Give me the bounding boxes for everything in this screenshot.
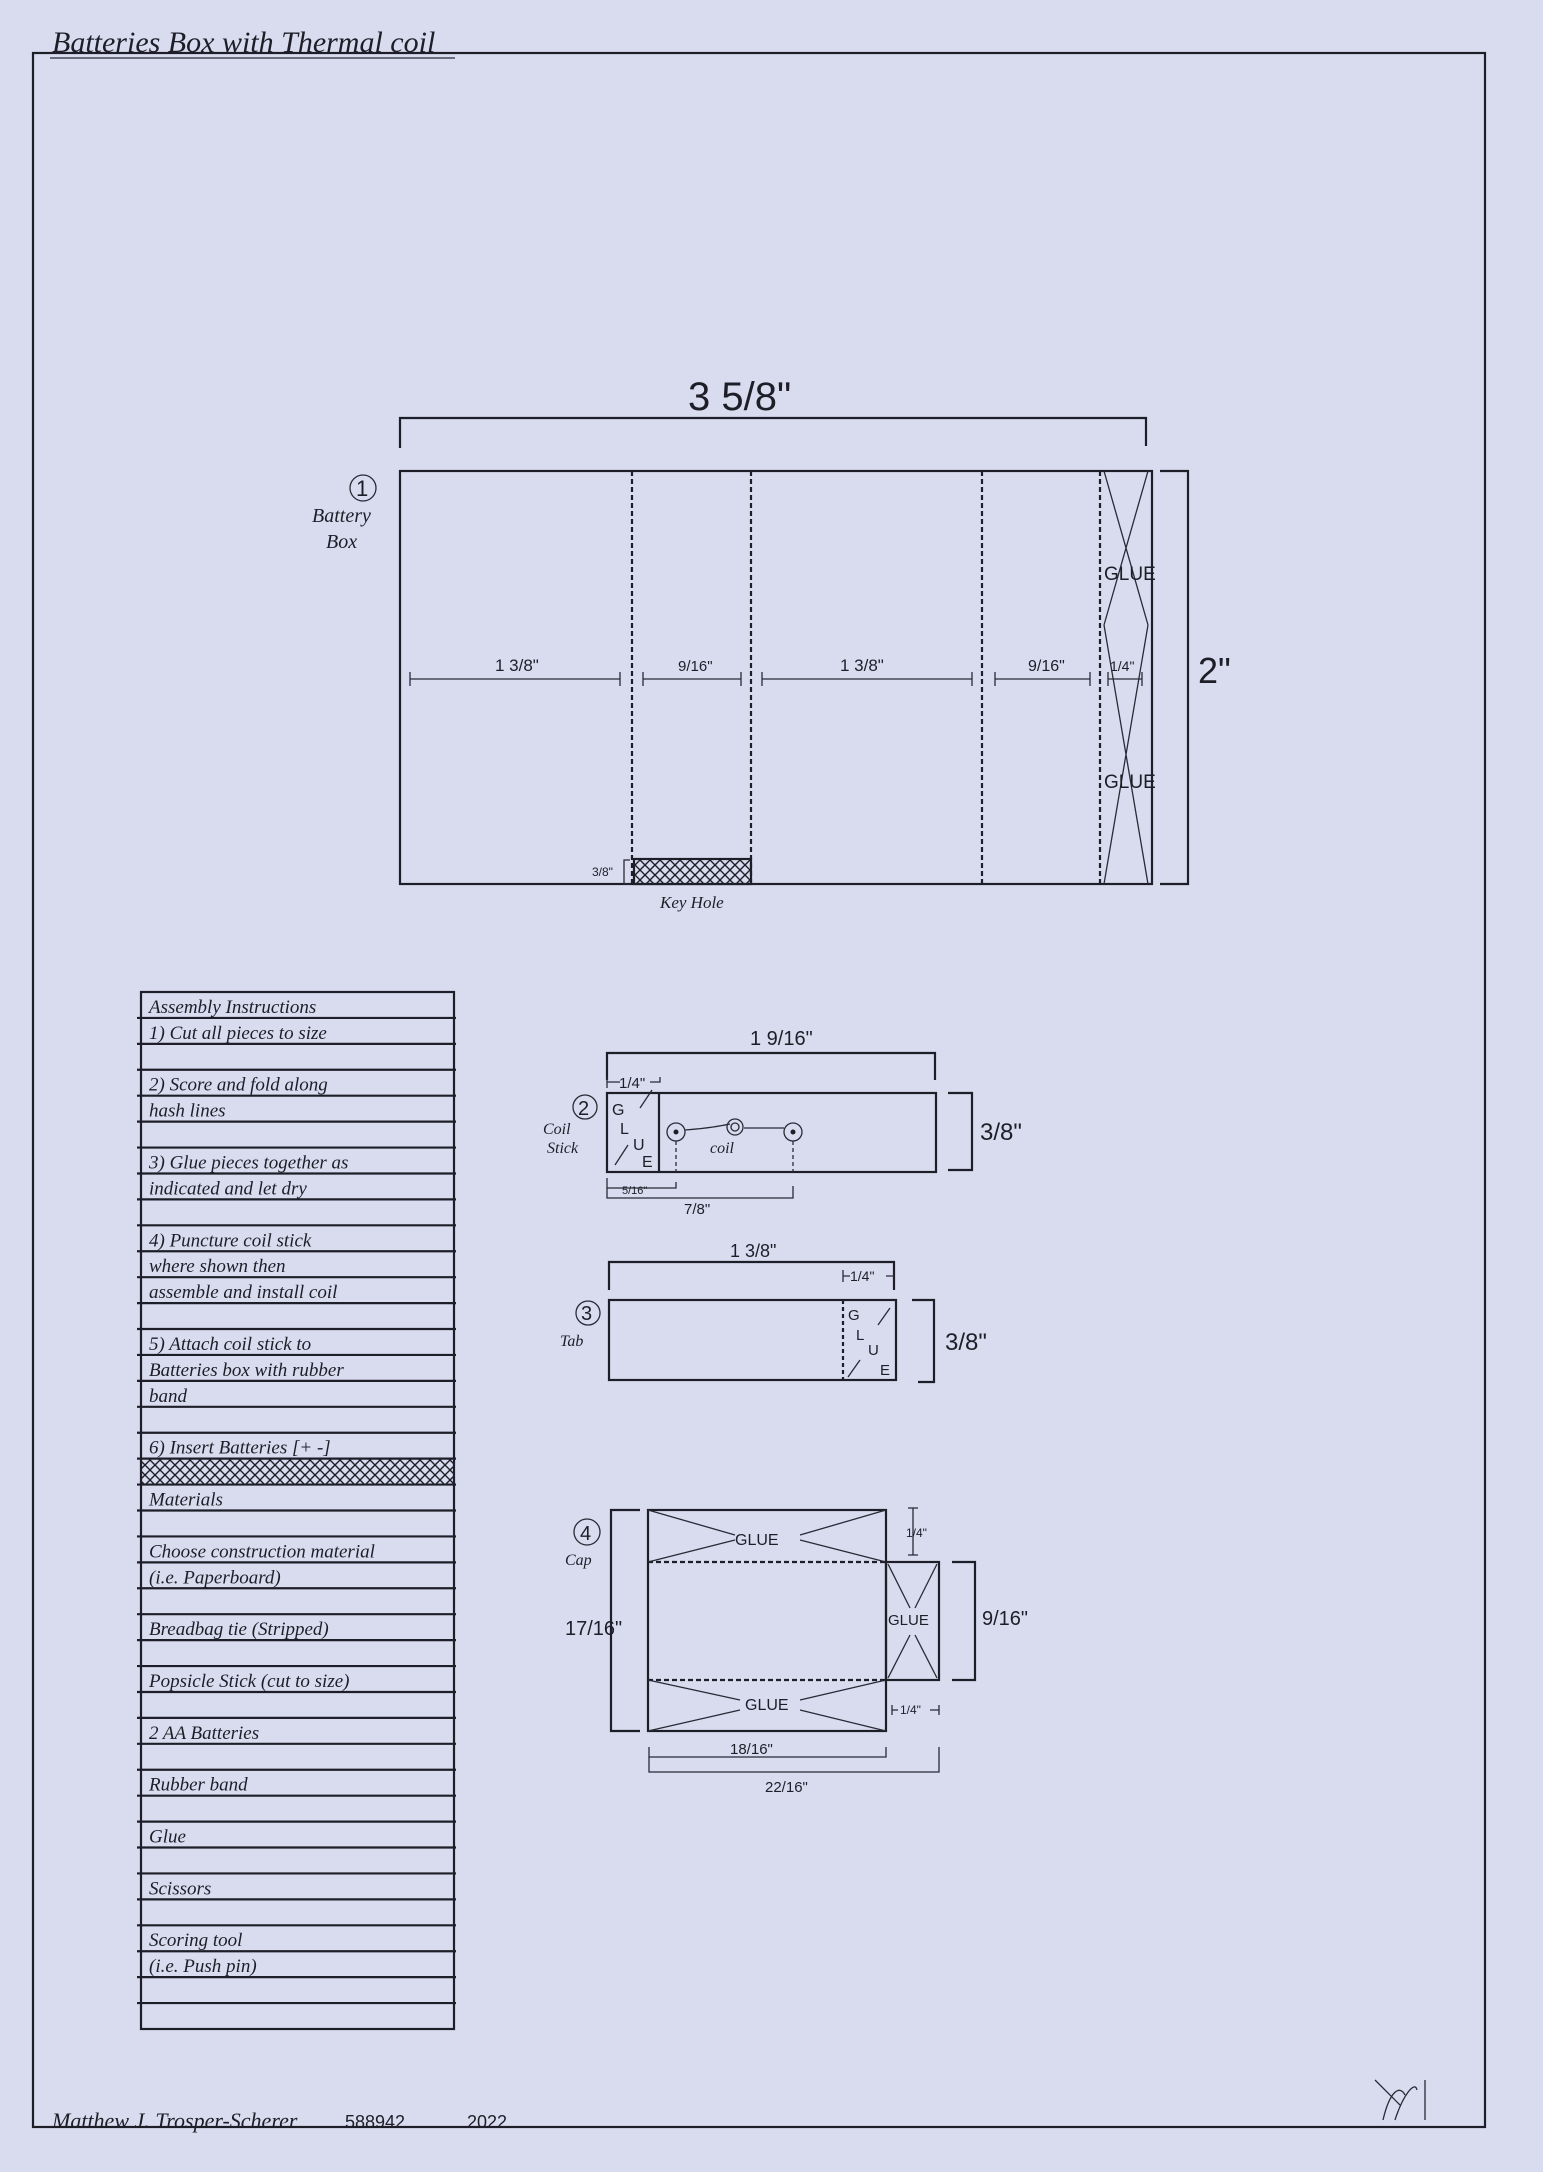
- coil-stick-drawing: 2 Coil Stick 1 9/16" 1/4" G L U E coil 5…: [543, 1028, 1022, 1218]
- keyhole-height: 3/8": [592, 865, 613, 879]
- part4-label: Cap: [565, 1552, 592, 1569]
- segment-3: 1 3/8": [840, 656, 884, 675]
- table-row-text: (i.e. Paperboard): [149, 1567, 281, 1588]
- height-label: 2": [1198, 650, 1231, 691]
- tab-width: 1 3/8": [730, 1241, 776, 1261]
- coil-stick-glue-width: 1/4": [619, 1075, 645, 1092]
- coil-icon: [726, 1118, 744, 1136]
- tab-glue-letter-l: L: [856, 1327, 864, 1344]
- part1-number: 1: [356, 476, 368, 501]
- overall-width-label: 3 5/8": [688, 375, 791, 419]
- coil-stick-height: 3/8": [980, 1119, 1022, 1146]
- tab-glue-letter-u: U: [868, 1342, 879, 1359]
- segment-1: 1 3/8": [495, 656, 539, 675]
- cap-outer-width: 22/16": [765, 1779, 808, 1796]
- table-row-text: 5) Attach coil stick to: [149, 1334, 311, 1355]
- keyhole: [632, 857, 753, 886]
- title-block: Matthew J. Trosper-Scherer 588942 2022: [51, 2079, 1426, 2133]
- cap-flap-dim: 1/4": [906, 1526, 927, 1540]
- year: 2022: [467, 2112, 507, 2132]
- student-id: 588942: [345, 2112, 405, 2132]
- glue-letter-g: G: [612, 1102, 624, 1119]
- tab-glue-width: 1/4": [850, 1268, 874, 1284]
- table-row-text: Choose construction material: [149, 1541, 375, 1562]
- table-row-text: indicated and let dry: [149, 1178, 307, 1199]
- segment-2: 9/16": [678, 658, 713, 675]
- coil-label: coil: [710, 1140, 735, 1157]
- coil-stick-width: 1 9/16": [750, 1028, 813, 1050]
- part2-label: Coil: [543, 1121, 571, 1138]
- table-row-text: Glue: [149, 1827, 186, 1848]
- hole-1-dim: 5/16": [622, 1185, 647, 1197]
- table-row-text: Scoring tool: [149, 1930, 242, 1951]
- table-hatch-divider: [141, 1458, 454, 1485]
- table-row-text: assemble and install coil: [149, 1282, 337, 1303]
- battery-box-drawing: 1 Battery Box 3 5/8" GLUE GLUE 2" 1 3/8"…: [312, 375, 1231, 912]
- cap-side-height: 9/16": [982, 1608, 1028, 1630]
- part3-label: Tab: [560, 1333, 583, 1350]
- table-row-text: (i.e. Push pin): [149, 1956, 257, 1977]
- table-row-text: Batteries box with rubber: [149, 1360, 344, 1381]
- cap-height: 17/16": [565, 1618, 622, 1640]
- part1-label-2: Box: [326, 531, 357, 553]
- table-row-text: Breadbag tie (Stripped): [149, 1619, 329, 1640]
- glue-letter-l: L: [620, 1121, 629, 1138]
- table-row-text: band: [149, 1386, 188, 1407]
- glue-letter-u: U: [633, 1137, 645, 1154]
- cap-glue-side: GLUE: [888, 1612, 929, 1629]
- cap-drawing: 4 Cap 17/16" GLUE GLUE GLUE 1/4" 9/16" 1…: [565, 1507, 1028, 1796]
- hole-2-dim: 7/8": [684, 1201, 710, 1218]
- part4-number: 4: [580, 1523, 591, 1545]
- table-row-text: 1) Cut all pieces to size: [149, 1023, 327, 1044]
- table-row-text: 3) Glue pieces together as: [148, 1152, 348, 1173]
- part2-number: 2: [578, 1098, 589, 1120]
- tab-glue-letter-e: E: [880, 1362, 890, 1379]
- table-row-text: Rubber band: [148, 1775, 248, 1796]
- sheet-border: [31, 51, 1487, 2129]
- table-row-text: 2) Score and fold along: [149, 1075, 328, 1096]
- part2-label-2: Stick: [547, 1140, 579, 1157]
- segment-4: 9/16": [1028, 658, 1065, 675]
- signature-initials: [1374, 2079, 1426, 2121]
- cap-glue-top: GLUE: [735, 1532, 779, 1549]
- segment-5: 1/4": [1110, 658, 1134, 674]
- cap-glue-bottom: GLUE: [745, 1697, 789, 1714]
- tab-height: 3/8": [945, 1329, 987, 1356]
- table-row-text: where shown then: [149, 1256, 286, 1277]
- instructions-materials-table: Assembly Instructions 1) Cut all pieces t…: [137, 990, 456, 2031]
- glue-label-top: GLUE: [1104, 564, 1156, 585]
- table-row-text: 2 AA Batteries: [149, 1723, 259, 1744]
- table-row-text: 4) Puncture coil stick: [149, 1230, 312, 1251]
- part3-number: 3: [581, 1303, 592, 1325]
- tab-drawing: 3 Tab 1 3/8" 1/4" G L U E 3/8": [560, 1241, 987, 1384]
- cap-side-flap-dim: 1/4": [900, 1703, 921, 1717]
- part1-label: Battery: [312, 505, 371, 527]
- keyhole-label: Key Hole: [659, 893, 724, 912]
- author-name: Matthew J. Trosper-Scherer: [51, 2108, 298, 2133]
- glue-letter-e: E: [642, 1154, 653, 1171]
- table-row-text: Scissors: [149, 1878, 211, 1899]
- table-heading: Assembly Instructions: [147, 997, 316, 1018]
- glue-label-bottom: GLUE: [1104, 772, 1156, 793]
- tab-glue-letter-g: G: [848, 1307, 860, 1324]
- table-row-text: 6) Insert Batteries [+ -]: [149, 1438, 331, 1459]
- table-row-text: Materials: [148, 1490, 223, 1511]
- cap-inner-width: 18/16": [730, 1741, 773, 1758]
- table-row-text: hash lines: [149, 1101, 226, 1122]
- table-row-text: Popsicle Stick (cut to size): [148, 1671, 350, 1692]
